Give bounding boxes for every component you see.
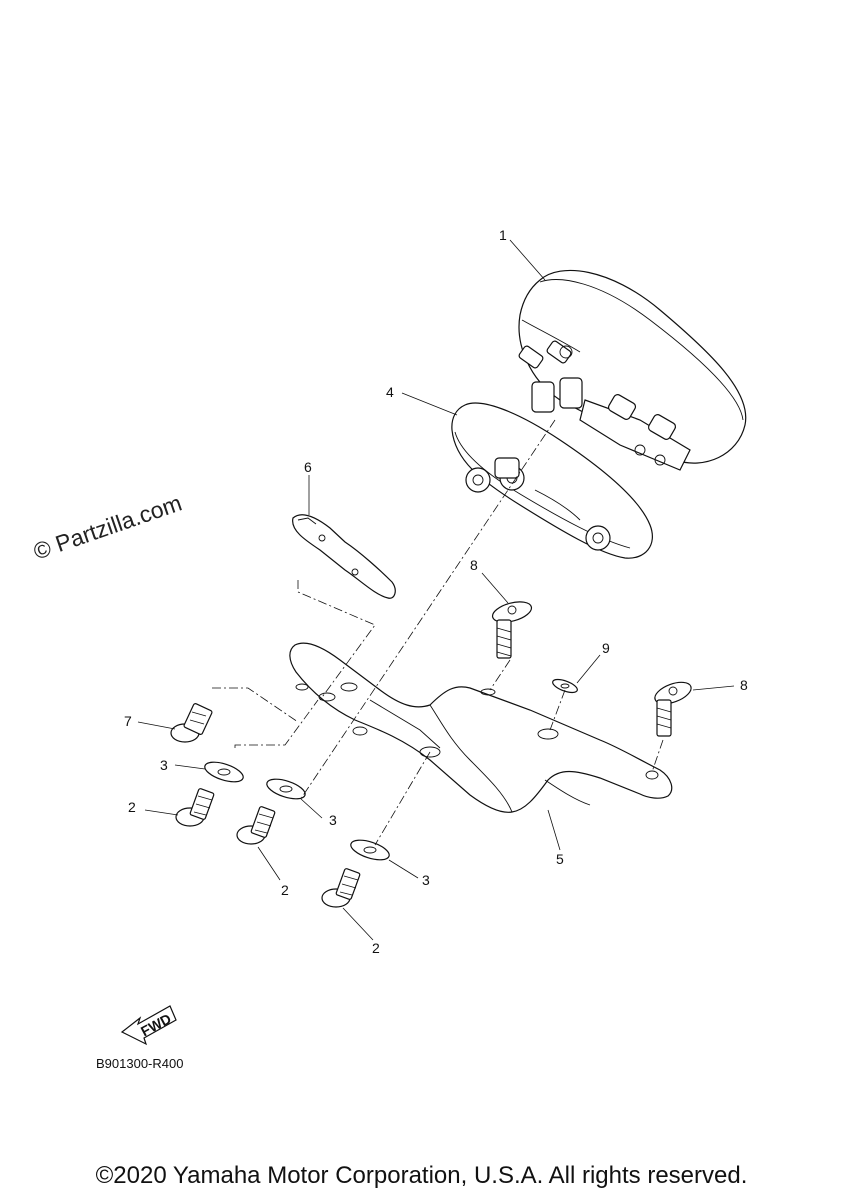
callout-2-a: 2 <box>128 799 136 815</box>
part-8-bolt-right <box>654 681 692 737</box>
leader-lines <box>137 239 735 941</box>
part-8-bolt-left <box>491 601 533 659</box>
callout-1: 1 <box>499 227 507 243</box>
callout-6: 6 <box>304 459 312 475</box>
part-2-screw-b <box>236 806 276 845</box>
callout-3-b: 3 <box>329 812 337 828</box>
part-3-washer-b <box>266 778 306 800</box>
part-2-screw-a <box>175 788 215 827</box>
callout-labels: 1 4 6 8 9 8 7 3 3 2 2 5 3 2 <box>124 227 748 956</box>
callout-9: 9 <box>602 640 610 656</box>
part-2-screw-c <box>321 868 361 908</box>
part-9-washer <box>552 678 578 694</box>
part-3-washer-c <box>350 839 390 861</box>
copyright-notice: ©2020 Yamaha Motor Corporation, U.S.A. A… <box>95 1162 748 1189</box>
callout-8-right: 8 <box>740 677 748 693</box>
part-1-meter-assembly <box>518 269 747 471</box>
part-4-damper-plate <box>451 402 653 559</box>
callout-2-b: 2 <box>281 882 289 898</box>
callout-5: 5 <box>556 851 564 867</box>
part-3-washer-a <box>204 761 244 783</box>
callout-4: 4 <box>386 384 394 400</box>
part-5-meter-stay <box>289 642 673 813</box>
forward-direction-arrow: FWD <box>120 1005 177 1046</box>
part-6-bracket <box>292 514 396 599</box>
callout-3-c: 3 <box>422 872 430 888</box>
assembly-lines <box>212 419 664 846</box>
callout-8-left: 8 <box>470 557 478 573</box>
callout-7: 7 <box>124 713 132 729</box>
callout-2-c: 2 <box>372 940 380 956</box>
part-7-bolt <box>170 703 213 743</box>
callout-3-a: 3 <box>160 757 168 773</box>
diagram-code: B901300-R400 <box>96 1056 184 1071</box>
